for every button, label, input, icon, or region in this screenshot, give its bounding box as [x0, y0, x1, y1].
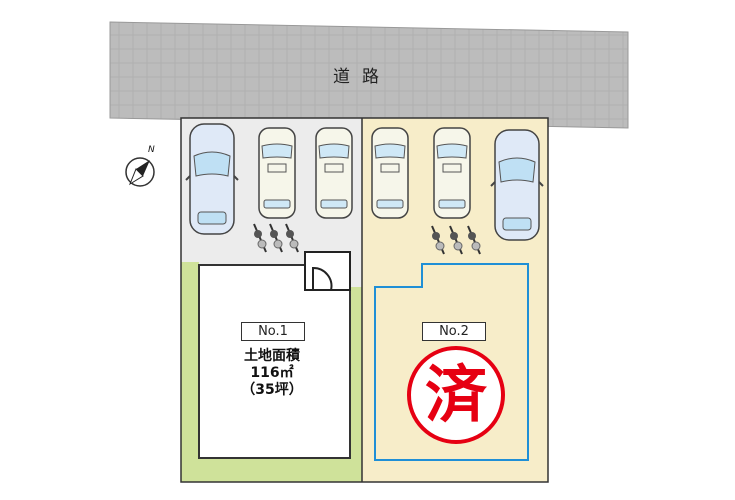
lot2-building-outline	[374, 263, 529, 461]
lot1-building	[198, 264, 351, 459]
road-label: 道路	[333, 67, 391, 87]
car	[258, 127, 296, 219]
road	[109, 21, 629, 129]
car	[433, 127, 471, 219]
car	[371, 127, 409, 219]
lot1-entrance-porch	[304, 251, 351, 291]
site-boundary	[180, 117, 549, 483]
north-arrow-icon	[125, 157, 155, 187]
car	[490, 129, 544, 241]
car	[185, 123, 239, 235]
lot1-area-tsubo: （35坪）	[241, 382, 303, 398]
compass-label: N	[148, 145, 155, 155]
lot1-area-sqm: 116㎡	[250, 365, 294, 381]
lot1-number: No.1	[241, 322, 305, 341]
car	[315, 127, 353, 219]
lot2-number: No.2	[422, 322, 486, 341]
sold-stamp: 済	[407, 346, 505, 444]
lot1-area-info: 土地面積 116㎡ （35坪）	[212, 348, 332, 399]
lot1-garden-area	[181, 262, 362, 482]
lot1-area-title: 土地面積	[244, 348, 300, 364]
